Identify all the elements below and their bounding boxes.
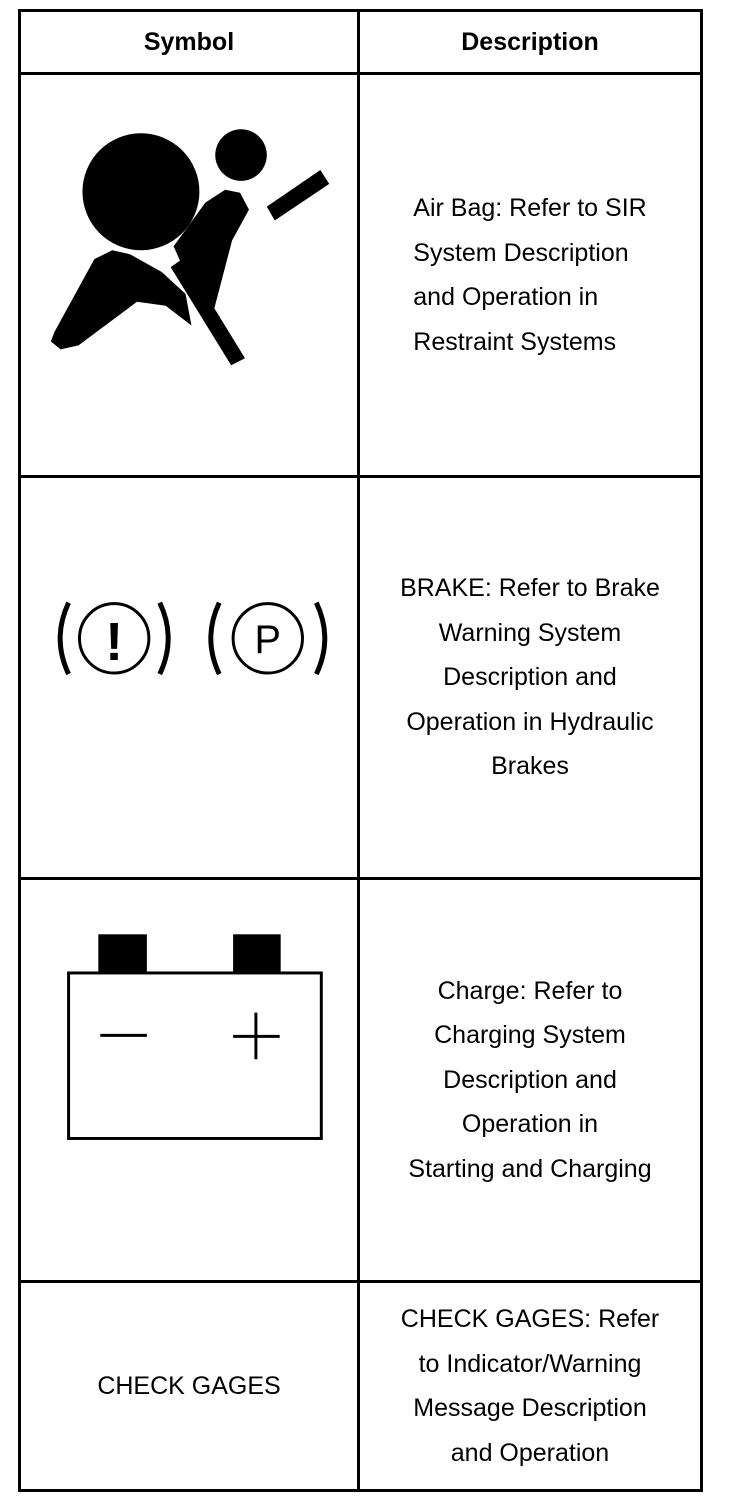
brake-exclaim-glyph: ! bbox=[105, 613, 123, 672]
table-row-charge-symbol bbox=[21, 880, 360, 1283]
battery-icon bbox=[67, 933, 323, 1140]
table-row-check-gages-description: CHECK GAGES: Refer to Indicator/Warning … bbox=[360, 1283, 700, 1489]
header-description: Description bbox=[360, 12, 700, 75]
brake-warning-icon: ! P bbox=[57, 601, 328, 675]
airbag-icon bbox=[50, 128, 330, 365]
check-gages-description-text: CHECK GAGES: Refer to Indicator/Warning … bbox=[400, 1305, 660, 1467]
table-row-check-gages-symbol: CHECK GAGES bbox=[21, 1283, 360, 1489]
table-row-airbag-symbol bbox=[21, 75, 360, 478]
table-row-charge-description: Charge: Refer to Charging System Descrip… bbox=[360, 880, 700, 1283]
header-description-label: Description bbox=[461, 27, 599, 56]
check-gages-label: CHECK GAGES bbox=[97, 1371, 281, 1400]
header-symbol-label: Symbol bbox=[143, 27, 235, 56]
table-row-brake-description: BRAKE: Refer to Brake Warning System Des… bbox=[360, 478, 700, 880]
brake-description-text: BRAKE: Refer to Brake Warning System Des… bbox=[400, 574, 660, 781]
table-row-airbag-description: Air Bag: Refer to SIR System Description… bbox=[360, 75, 700, 478]
symbol-description-table: Symbol Description Air Bag: Refer to SIR… bbox=[18, 9, 703, 1492]
brake-park-glyph: P bbox=[255, 618, 281, 662]
charge-description-text: Charge: Refer to Charging System Descrip… bbox=[408, 976, 652, 1183]
header-symbol: Symbol bbox=[21, 12, 360, 75]
table-row-brake-symbol: ! P bbox=[21, 478, 360, 880]
airbag-description-text: Air Bag: Refer to SIR System Description… bbox=[413, 194, 647, 356]
